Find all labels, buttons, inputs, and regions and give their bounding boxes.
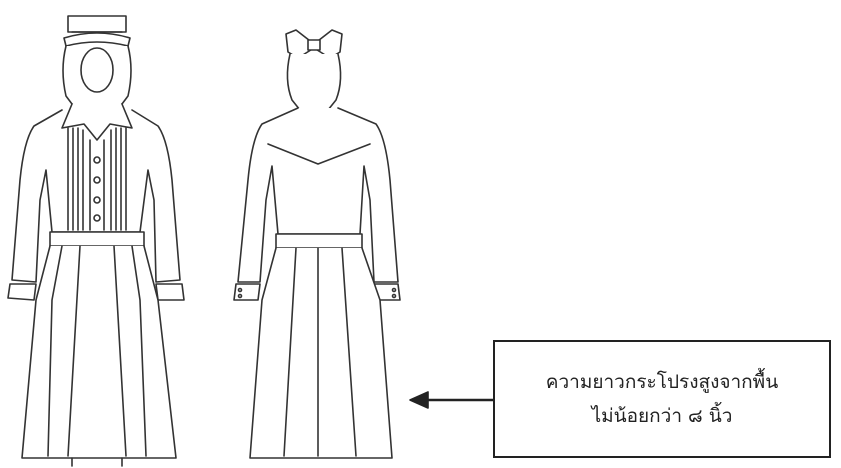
front-view	[7, 15, 185, 467]
front-feet	[71, 457, 123, 467]
annotation-line-1: ความยาวกระโปรงสูงจากพื้น	[545, 371, 779, 393]
back-hood	[286, 53, 342, 111]
back-cap	[285, 29, 343, 59]
front-buttons	[93, 156, 142, 242]
back-view	[233, 29, 401, 459]
front-belt	[49, 231, 145, 247]
front-face	[80, 47, 114, 93]
annotation-box: ความยาวกระโปรงสูงจากพื้น ไม่น้อยกว่า ๘ น…	[493, 340, 831, 458]
front-cap	[63, 15, 131, 47]
annotation-line-2: ไม่น้อยกว่า ๘ นิ้ว	[591, 405, 733, 427]
back-yoke	[267, 143, 371, 165]
front-skirt	[21, 245, 177, 459]
front-collar	[61, 103, 133, 141]
back-cuff-left	[233, 283, 261, 301]
front-cuff-right	[155, 283, 185, 301]
back-belt	[275, 233, 363, 249]
front-cuff-left	[7, 283, 37, 301]
back-skirt	[249, 247, 393, 459]
length-arrow	[409, 391, 495, 409]
front-pintucks	[67, 127, 127, 231]
